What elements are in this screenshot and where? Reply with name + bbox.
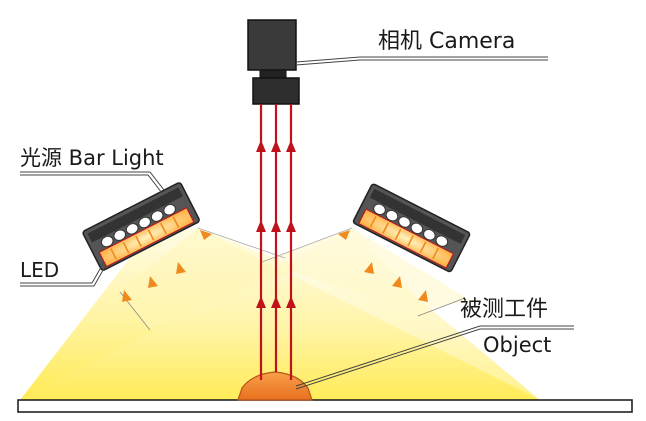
right-bar-light bbox=[352, 183, 471, 273]
bar-light-label: 光源 Bar Light bbox=[20, 146, 164, 170]
right-light-beam bbox=[20, 228, 540, 400]
camera-label: 相机 Camera bbox=[378, 29, 515, 54]
leader-lines bbox=[20, 56, 574, 390]
ray-arrowheads bbox=[256, 140, 296, 308]
camera-icon bbox=[247, 19, 300, 105]
light-beams bbox=[20, 227, 540, 400]
led-label: LED bbox=[20, 258, 59, 282]
base-plate bbox=[17, 399, 633, 413]
left-light-arrows bbox=[122, 230, 212, 302]
object-label-en: Object bbox=[483, 333, 551, 357]
workpiece-icon bbox=[237, 371, 313, 401]
right-light-arrows bbox=[338, 230, 428, 302]
object-label-cn: 被测工件 bbox=[460, 297, 548, 322]
left-bar-light bbox=[82, 182, 200, 271]
